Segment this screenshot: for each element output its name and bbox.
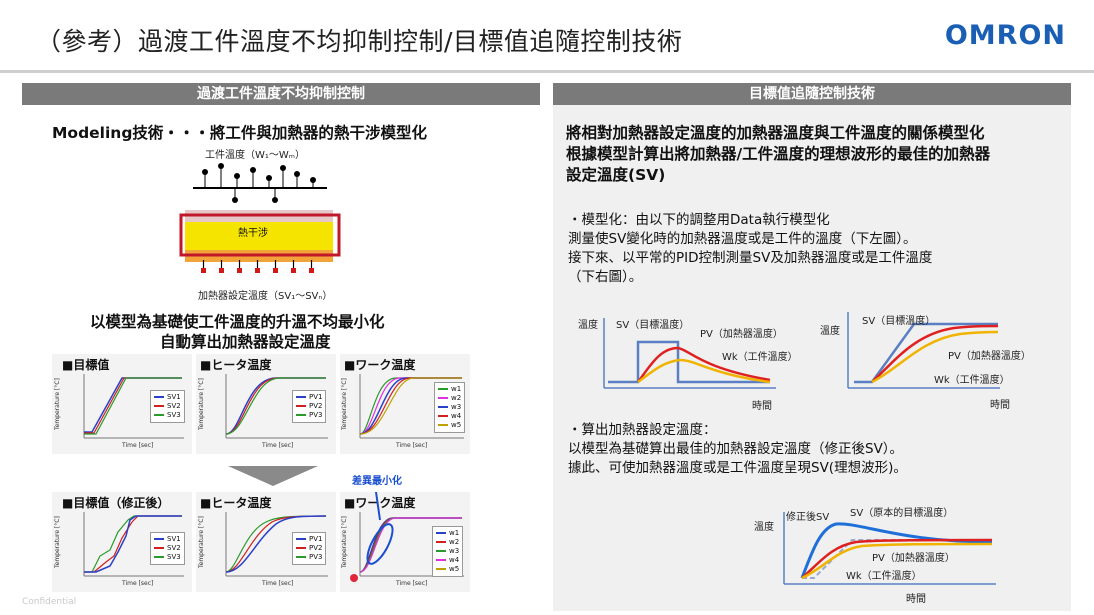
graph-left-pv: PV（加熱器溫度）: [700, 329, 783, 340]
graph-bottom-sv-mod: 修正後SV: [786, 512, 830, 523]
title-divider: [0, 70, 1094, 73]
heater-temp-label: 加熱器設定溫度（SV₁～SVₙ）: [198, 291, 333, 302]
workpiece-temp-label: 工件溫度（W₁～Wₘ）: [205, 150, 306, 161]
graph-ramp-response: [847, 312, 1000, 389]
model-line-2: 測量使SV變化時的加熱器溫度或是工件的溫度（下左圖）。: [568, 231, 917, 247]
graph-corrected-sv: [783, 512, 996, 585]
axis-y-label: Temperature [°C]: [54, 516, 61, 568]
minimize-difference-label: 差異最小化: [352, 476, 402, 487]
model-line-1: ・模型化：由以下的調整用Data執行模型化: [568, 212, 830, 228]
chart-legend: w1 w2 w3 w4 w5: [434, 382, 466, 433]
chart-caption: ■ヒータ温度: [200, 358, 272, 372]
chart-plot: [83, 374, 184, 439]
graph-right-x: 時間: [990, 400, 1010, 411]
right-intro-2: 根據模型計算出將加熱器/工件溫度的理想波形的最佳的加熱器: [566, 145, 991, 163]
chart-heater-bottom: ■ヒータ温度 Temperature [°C] Time [sec] PV1 P…: [196, 492, 336, 592]
modeling-heading: Modeling技術・・・將工件與加熱器的熱干涉模型化: [52, 124, 427, 142]
right-section-header: 目標值追隨控制技術: [553, 83, 1071, 105]
left-section-header: 過渡工件溫度不均抑制控制: [22, 83, 540, 105]
page-title: （參考）過渡工件溫度不均抑制控制/目標值追隨控制技術: [36, 27, 683, 56]
graph-bottom-x: 時間: [906, 594, 926, 605]
graph-left-wk: Wk（工件溫度）: [722, 352, 798, 363]
graph-bottom-sv: SV（原本的目標溫度）: [850, 508, 954, 519]
down-arrow-icon: [228, 466, 318, 486]
graph-right-pv: PV（加熱器溫度）: [948, 351, 1031, 362]
chart-legend: w1 w2 w3 w4 w5: [432, 526, 464, 577]
axis-x-label: Time [sec]: [122, 580, 154, 587]
chart-legend: SV1 SV2 SV3: [150, 390, 185, 423]
model-line-3: 接下來、以平常的PID控制測量SV及加熱器溫度或是工件溫度: [568, 250, 933, 266]
model-line-4: （下右圖）。: [568, 269, 643, 285]
axis-x-label: Time [sec]: [396, 442, 428, 449]
axis-x-label: Time [sec]: [262, 580, 294, 587]
chart-legend: PV1 PV2 PV3: [292, 532, 327, 565]
chart-caption: ■目標值: [62, 358, 110, 372]
chart-target-bottom: ■目標值（修正後） Temperature [°C] Time [sec] SV…: [52, 492, 192, 592]
graph-step-response: [603, 318, 776, 389]
chart-plot: [225, 512, 328, 577]
chart-target-top: ■目標值 Temperature [°C] Time [sec] SV1 SV2…: [52, 354, 192, 454]
axis-x-label: Time [sec]: [262, 442, 294, 449]
chart-legend: SV1 SV2 SV3: [150, 532, 185, 565]
chart-caption: ■ヒータ温度: [200, 496, 272, 510]
chart-plot: [359, 374, 464, 439]
confidential-footer: Confidential: [22, 597, 77, 607]
chart-legend: PV1 PV2 PV3: [292, 390, 327, 423]
graph-left-sv: SV（目標溫度）: [616, 320, 690, 331]
graph-left-x: 時間: [752, 401, 772, 412]
chart-caption: ■目標值（修正後）: [62, 496, 170, 510]
chart-work-bottom: ■ワーク温度 Temperature [°C] Time [sec] w1 w2…: [340, 492, 470, 592]
result-line-2: 自動算出加熱器設定溫度: [160, 333, 331, 351]
axis-y-label: Temperature [°C]: [341, 378, 348, 430]
graph-right-y: 溫度: [820, 326, 840, 337]
right-panel: 目標值追隨控制技術: [553, 83, 1071, 611]
graph-left-y: 溫度: [578, 320, 598, 331]
omron-logo: OMRON: [944, 20, 1066, 51]
thermal-interference-diagram: [179, 163, 341, 273]
graph-bottom-y: 溫度: [754, 522, 774, 533]
axis-x-label: Time [sec]: [122, 442, 154, 449]
right-intro-1: 將相對加熱器設定溫度的加熱器溫度與工件溫度的關係模型化: [566, 124, 985, 142]
calc-line-3: 據此、可使加熱器溫度或是工件溫度呈現SV(理想波形)。: [568, 460, 907, 476]
chart-caption: ■ワーク温度: [344, 358, 416, 372]
chart-work-top: ■ワーク温度 Temperature [°C] Time [sec] w1 w2…: [340, 354, 470, 454]
axis-x-label: Time [sec]: [396, 580, 428, 587]
axis-y-label: Temperature [°C]: [54, 378, 61, 430]
interference-label: 熱干涉: [238, 228, 268, 239]
axis-y-label: Temperature [°C]: [341, 516, 348, 568]
axis-y-label: Temperature [°C]: [198, 516, 205, 568]
axis-y-label: Temperature [°C]: [198, 378, 205, 430]
graph-right-wk: Wk（工件溫度）: [934, 375, 1010, 386]
graph-bottom-wk: Wk（工件溫度）: [846, 571, 922, 582]
graph-bottom-pv: PV（加熱器溫度）: [872, 553, 955, 564]
chart-plot: [83, 512, 184, 577]
right-intro-3: 設定溫度(SV): [566, 166, 666, 184]
chart-caption: ■ワーク温度: [344, 496, 416, 510]
calc-line-2: 以模型為基礎算出最佳的加熱器設定溫度（修正後SV）。: [568, 441, 904, 457]
result-line-1: 以模型為基礎使工件溫度的升溫不均最小化: [90, 313, 385, 331]
chart-heater-top: ■ヒータ温度 Temperature [°C] Time [sec] PV1 P…: [196, 354, 336, 454]
graph-right-sv: SV（目標溫度）: [862, 316, 936, 327]
chart-plot: [225, 374, 328, 439]
calc-line-1: ・算出加熱器設定溫度：: [568, 422, 717, 438]
